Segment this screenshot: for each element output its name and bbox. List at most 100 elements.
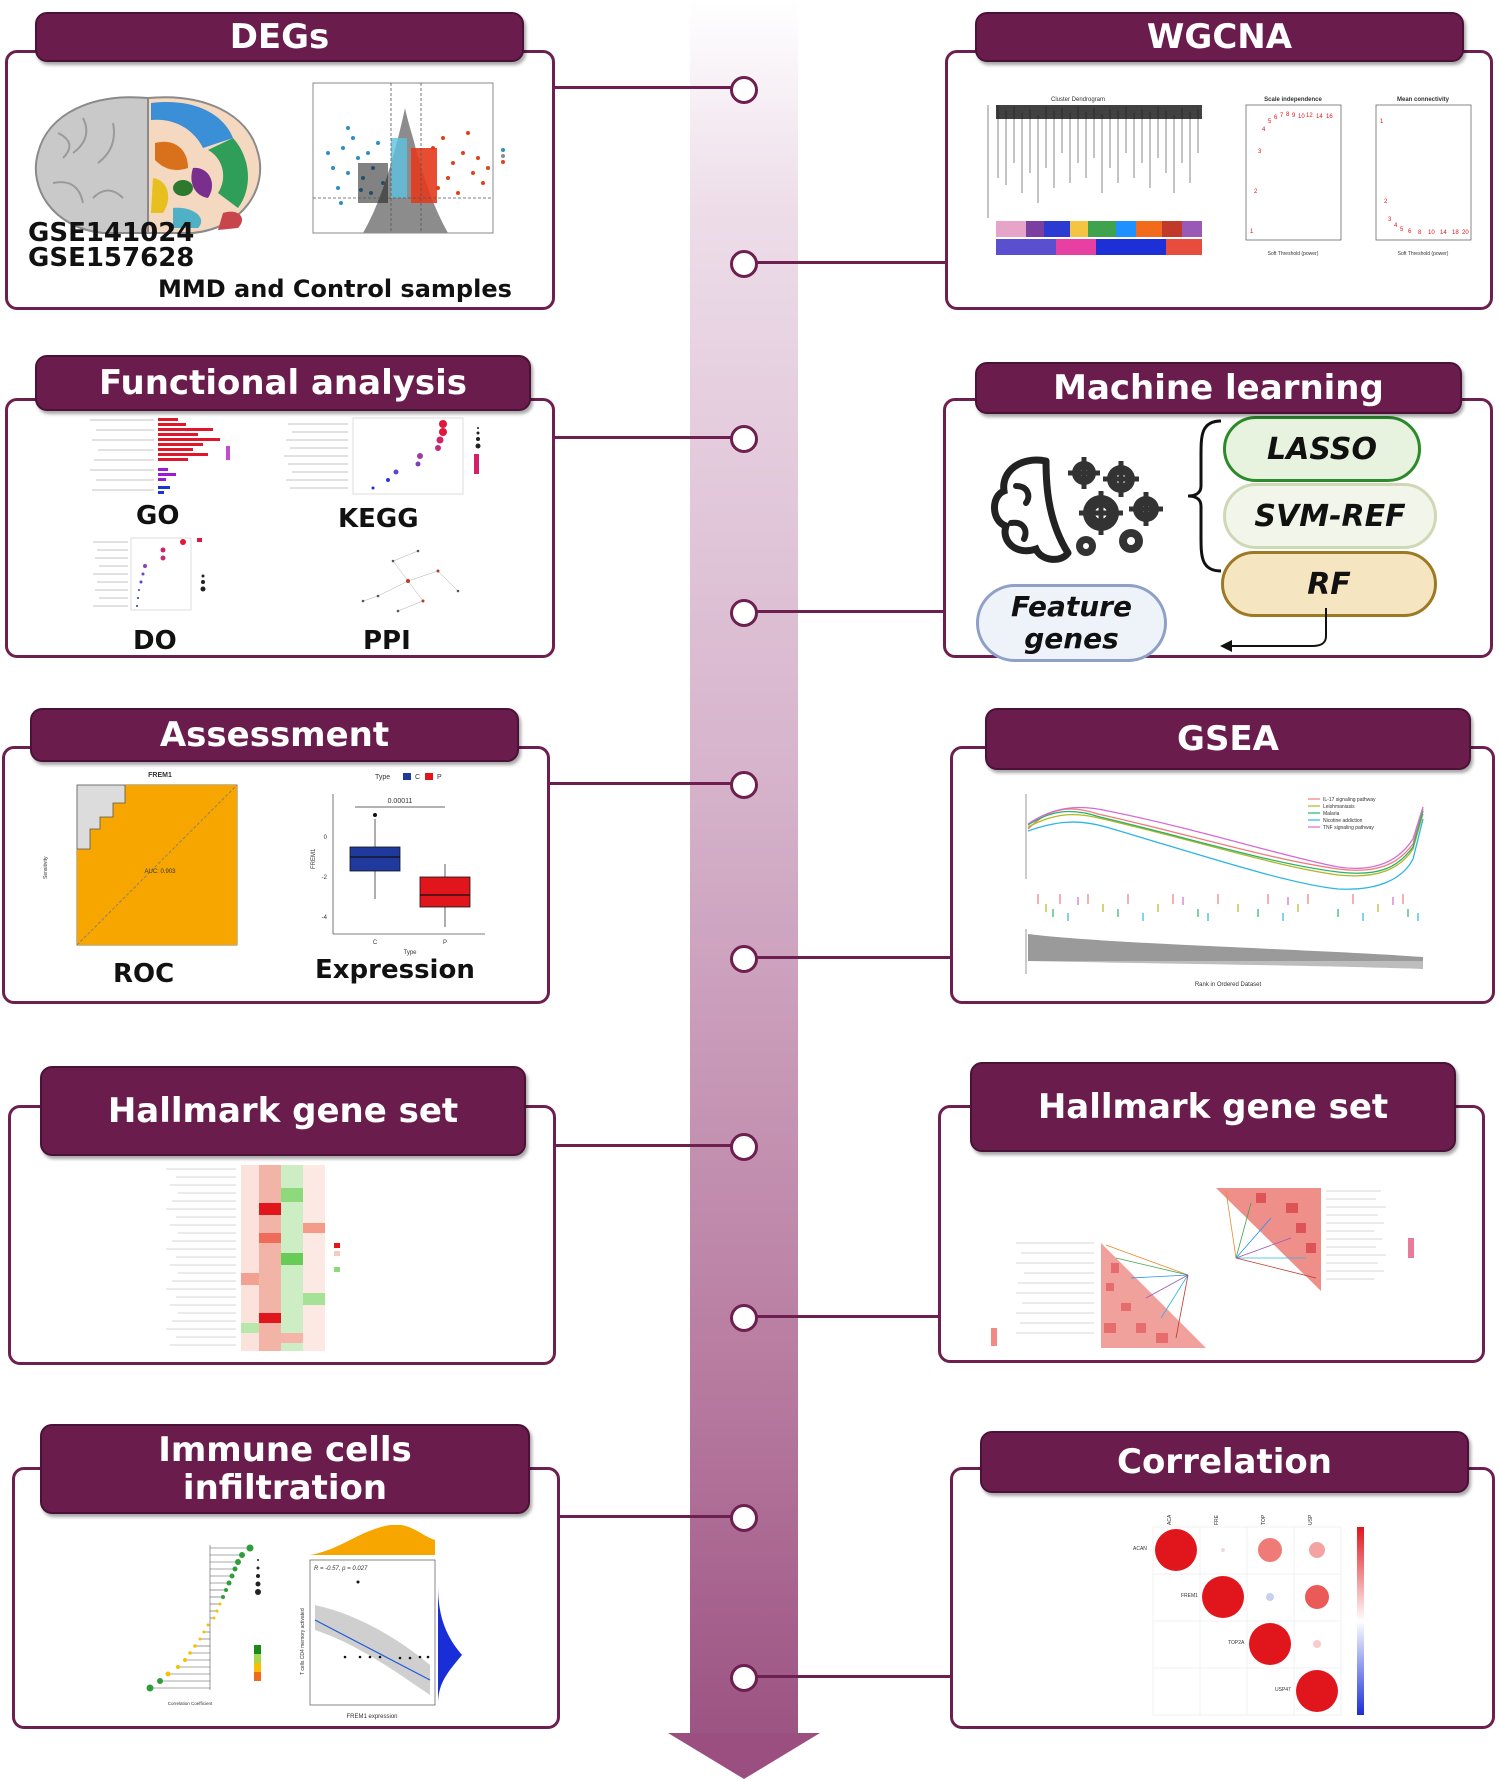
do-label: DO [133, 626, 177, 656]
timeline-node [730, 599, 758, 627]
ppi-label: PPI [363, 626, 411, 656]
gsea-xlabel: Rank in Ordered Dataset [1195, 982, 1262, 988]
result-arrow-icon [1220, 608, 1327, 652]
bracket-icon [1187, 419, 1222, 573]
tick-p: P [443, 940, 447, 946]
gsea-legend-4: Nicotine addiction [1323, 818, 1363, 824]
connector [553, 1144, 735, 1147]
scatter-xlabel: FREM1 expression [346, 1714, 397, 1720]
immune-scatter: R = -0.57, p = 0.027 FREM1 expression T … [300, 1525, 462, 1720]
scale-independence-title: Scale independence [1264, 97, 1322, 103]
go-barplot [90, 418, 230, 494]
volcano-plot [312, 82, 505, 234]
corr-col-4: USP47 [1308, 1515, 1314, 1525]
hallmark-right-header: Hallmark gene set [970, 1062, 1456, 1152]
dataset-label-2: GSE157628 [28, 243, 195, 273]
svg-text:4: 4 [1394, 223, 1398, 229]
brain-illustration [34, 96, 262, 234]
correlation-header: Correlation [980, 1431, 1469, 1493]
timeline-spine [690, 0, 798, 1735]
connector [750, 956, 950, 959]
gsea-legend-1: IL-17 signaling pathway [1323, 797, 1376, 803]
svg-text:6: 6 [1274, 115, 1278, 121]
immune-header: Immune cells infiltration [40, 1424, 530, 1514]
connector [750, 261, 945, 264]
machine-learning-header: Machine learning [975, 362, 1462, 414]
connector [548, 782, 735, 785]
hallmark-correlation-triangle [991, 1188, 1414, 1348]
functional-panel: GO KEGG DO PPI [5, 398, 555, 658]
svg-text:3: 3 [1388, 217, 1392, 223]
connector [553, 436, 735, 439]
gsea-legend-5: TNF signaling pathway [1323, 825, 1374, 831]
corr-col-3: TOP2A [1261, 1515, 1267, 1525]
wgcna-xlabel-2: Soft Threshold (power) [1398, 251, 1449, 257]
timeline-node [730, 1133, 758, 1161]
feature-genes-line2: genes [1024, 622, 1119, 655]
gsea-header: GSEA [985, 708, 1471, 770]
timeline-node [730, 250, 758, 278]
gsea-legend-2: Leishmaniasis [1323, 804, 1355, 810]
legend-p: P [437, 774, 442, 781]
roc-label: ROC [113, 959, 175, 989]
svg-text:14: 14 [1440, 230, 1447, 236]
dataset-label-1: GSE141024 [28, 218, 195, 248]
tick-c: C [373, 940, 378, 946]
correlation-panel: ACAN FREM1 TOP2A USP47 ACAN FREM1 TOP2A … [950, 1467, 1495, 1729]
correlation-matrix: ACAN FREM1 TOP2A USP47 ACAN FREM1 TOP2A … [1133, 1515, 1364, 1716]
corr-col-1: ACAN [1167, 1515, 1173, 1525]
rf-method: RF [1221, 551, 1437, 617]
mean-connectivity-title: Mean connectivity [1397, 97, 1450, 103]
hallmark-left-header: Hallmark gene set [40, 1066, 526, 1156]
immune-header-line2: infiltration [182, 1468, 388, 1508]
corr-row-4: USP47 [1275, 1687, 1291, 1693]
svg-text:9: 9 [1292, 113, 1296, 119]
connector [750, 1675, 950, 1678]
lasso-method: LASSO [1223, 416, 1421, 482]
connector [750, 610, 945, 613]
timeline-node [730, 1504, 758, 1532]
svg-text:8: 8 [1286, 112, 1290, 118]
svg-text:5: 5 [1400, 227, 1404, 233]
immune-legend [254, 1559, 261, 1681]
svg-text:2: 2 [1254, 189, 1258, 195]
svg-text:2: 2 [1384, 199, 1388, 205]
svg-text:16: 16 [1326, 114, 1333, 120]
assessment-panel: FREM1 AUC: 0.903 Sensitivity ROC Type C … [2, 746, 550, 1004]
expression-boxplot: Type C P 0.00011 0 -2 -4 C P Type FREM1 [311, 773, 485, 956]
svg-text:14: 14 [1316, 114, 1323, 120]
svm-ref-method: SVM-REF [1223, 483, 1437, 549]
kegg-label: KEGG [338, 504, 419, 534]
assessment-header: Assessment [30, 708, 519, 762]
brain-gears-icon [991, 456, 1163, 563]
svg-text:20: 20 [1462, 230, 1469, 236]
kegg-dotplot [284, 417, 481, 495]
go-label: GO [136, 501, 180, 531]
degs-panel: GSE141024 GSE157628 MMD and Control samp… [5, 50, 555, 310]
samples-label: MMD and Control samples [158, 275, 512, 303]
corr-row-2: FREM1 [1181, 1593, 1198, 1599]
wgcna-xlabel: Soft Threshold (power) [1268, 251, 1319, 257]
gsea-legend-3: Malaria [1323, 811, 1340, 817]
gsea-panel: IL-17 signaling pathway Leishmaniasis Ma… [950, 746, 1495, 1004]
svg-text:8: 8 [1418, 230, 1422, 236]
expression-label: Expression [315, 955, 475, 985]
functional-header: Functional analysis [35, 355, 531, 411]
corr-row-3: TOP2A [1228, 1640, 1245, 1646]
degs-header: DEGs [35, 12, 524, 62]
wgcna-header: WGCNA [975, 12, 1464, 62]
hallmark-heatmap [166, 1165, 340, 1351]
corr-row-1: ACAN [1133, 1546, 1147, 1552]
ppi-network [361, 549, 460, 613]
dendrogram-title: Cluster Dendrogram [1051, 97, 1105, 103]
svg-text:-4: -4 [322, 915, 328, 921]
cluster-dendrogram: Cluster Dendrogram [987, 97, 1202, 255]
timeline-arrow-icon [668, 1733, 820, 1779]
connector [750, 1315, 940, 1318]
legend-c: C [415, 774, 420, 781]
machine-learning-panel: LASSO SVM-REF RF Feature genes [943, 398, 1493, 662]
connector [553, 86, 735, 89]
gsea-legend: IL-17 signaling pathway Leishmaniasis Ma… [1308, 797, 1376, 831]
